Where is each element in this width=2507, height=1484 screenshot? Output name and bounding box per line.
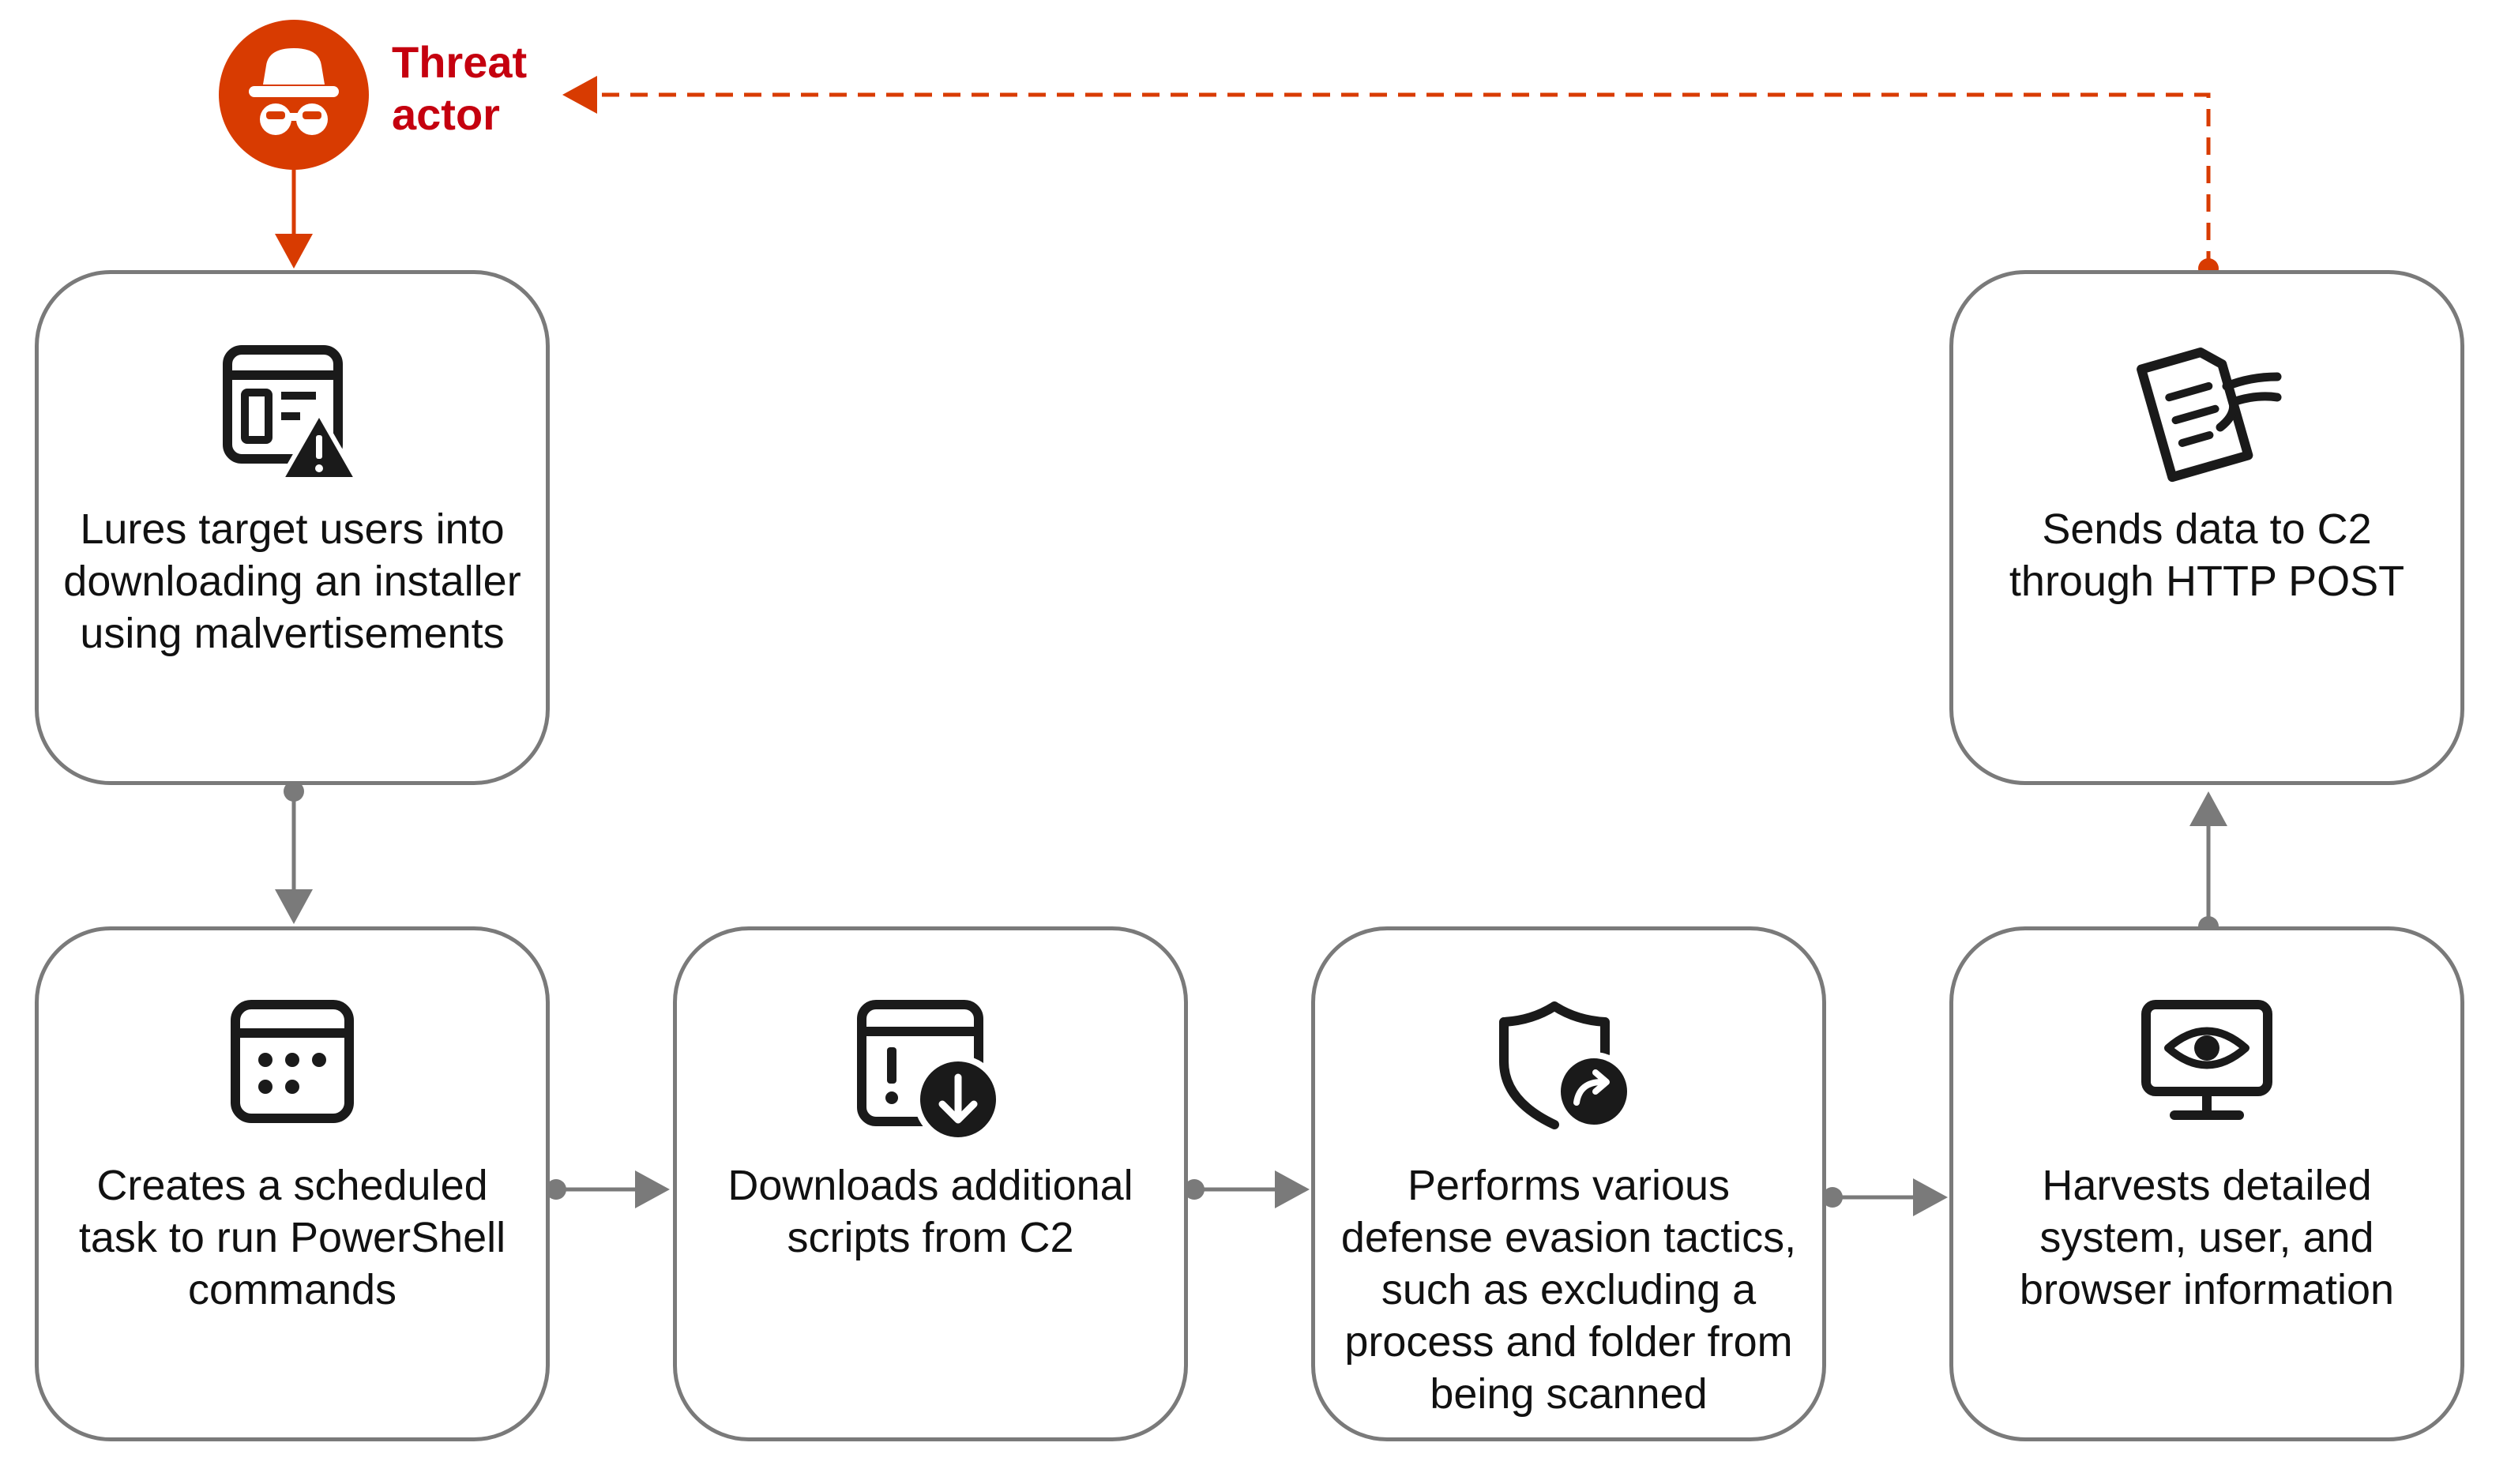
step-text-evasion: Performs various defense evasion tactics… xyxy=(1340,1162,1797,1418)
spy-icon xyxy=(219,20,369,170)
shield-redirect-icon xyxy=(1499,1001,1633,1131)
arrow-evasion-to-harvest xyxy=(1822,1178,1948,1216)
threat-actor-label: Threat actor xyxy=(392,36,527,141)
calendar-icon xyxy=(231,1000,354,1123)
step-text-harvest: Harvests detailed system, user, and brow… xyxy=(2019,1162,2395,1313)
step-box-lure: Lures target users into downloading an i… xyxy=(35,270,550,785)
monitor-eye-icon xyxy=(2141,1000,2272,1120)
document-hand-icon xyxy=(2137,348,2282,483)
step-box-harvest: Harvests detailed system, user, and brow… xyxy=(1949,926,2464,1441)
arrow-task-to-download xyxy=(546,1170,670,1208)
step-box-task: Creates a scheduled task to run PowerShe… xyxy=(35,926,550,1441)
download-alert-icon xyxy=(857,1000,1002,1140)
arrow-send-to-actor xyxy=(562,76,2219,279)
arrow-download-to-evasion xyxy=(1184,1170,1310,1208)
step-text-lure: Lures target users into downloading an i… xyxy=(63,505,521,657)
arrow-harvest-to-send xyxy=(2189,791,2227,937)
step-box-evasion: Performs various defense evasion tactics… xyxy=(1311,926,1826,1441)
threat-actor-label-line1: Threat xyxy=(392,37,528,87)
arrow-lure-to-task xyxy=(275,781,313,924)
step-text-send: Sends data to C2 through HTTP POST xyxy=(2009,505,2405,605)
step-box-download: Downloads additional scripts from C2 xyxy=(673,926,1188,1441)
step-text-download: Downloads additional scripts from C2 xyxy=(727,1162,1133,1261)
step-text-task: Creates a scheduled task to run PowerShe… xyxy=(78,1162,506,1313)
arrow-actor-to-lure xyxy=(275,166,313,269)
web-warning-icon xyxy=(223,345,359,482)
step-box-send: Sends data to C2 through HTTP POST xyxy=(1949,270,2464,785)
threat-actor-label-line2: actor xyxy=(392,89,500,139)
